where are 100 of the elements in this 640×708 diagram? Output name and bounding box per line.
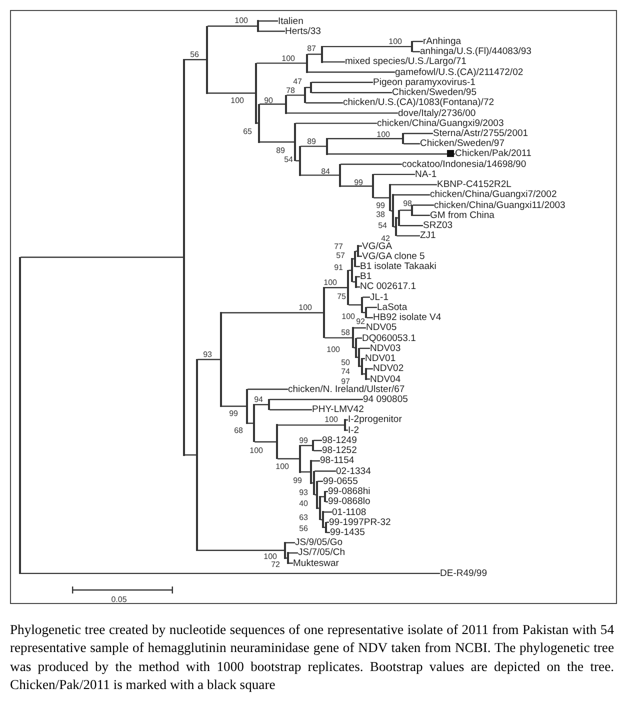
taxon-label: VG/GA <box>362 240 392 252</box>
taxon-label: B1 <box>360 271 372 282</box>
tree-branch <box>300 174 340 176</box>
bootstrap-value: 58 <box>341 328 350 336</box>
taxon-label: LaSota <box>377 302 408 313</box>
bootstrap-value: 68 <box>234 426 243 434</box>
taxon-label: 99-0868hi <box>328 486 370 498</box>
tree-branch <box>412 51 420 52</box>
tree-branch <box>184 454 196 456</box>
bootstrap-value: 84 <box>321 166 330 176</box>
tree-branch <box>354 327 366 328</box>
bootstrap-value: 92 <box>356 316 365 326</box>
tree-branch <box>404 143 420 144</box>
taxon-label: 99-0868lo <box>328 496 370 508</box>
tree-branch <box>374 174 415 176</box>
taxon-label: ZJ1 <box>420 230 436 242</box>
taxon-label: chicken/N. Ireland/Ulster/67 <box>288 384 405 395</box>
tree-branch <box>320 496 324 498</box>
taxon-label: NDV03 <box>370 342 401 354</box>
tree-branch <box>222 406 246 407</box>
tree-branch <box>248 422 254 424</box>
bootstrap-value: 100 <box>234 16 248 24</box>
tree-branch <box>308 54 322 55</box>
taxon-label: JL-1 <box>370 292 388 303</box>
taxon-label: Mukteswar <box>293 558 339 569</box>
tree-branch <box>258 30 285 32</box>
bootstrap-value: 63 <box>299 512 308 522</box>
taxon-label: Chicken/Sweden/97 <box>420 138 504 150</box>
taxon-label: Herts/33 <box>285 26 321 37</box>
tree-branch <box>288 552 298 554</box>
bootstrap-value: 56 <box>299 524 308 532</box>
taxon-label: 99-1435 <box>330 527 365 538</box>
tree-branch <box>254 404 268 406</box>
bootstrap-value: 65 <box>243 126 252 136</box>
bootstrap-value: 98 <box>403 198 412 208</box>
taxon-label: DE-R49/99 <box>440 568 487 579</box>
bootstrap-value: 75 <box>337 292 346 300</box>
tree-branch <box>314 450 322 452</box>
taxon-label: dove/Italy/2736/00 <box>398 108 476 119</box>
tree-branch <box>296 122 377 124</box>
bootstrap-value: 56 <box>190 50 199 58</box>
scale-bar-label: 0.05 <box>111 594 127 604</box>
taxon-label: 02-1334 <box>336 466 371 477</box>
tree-branch <box>328 153 455 155</box>
bootstrap-value: 93 <box>299 488 308 496</box>
bootstrap-value: 99 <box>376 200 385 210</box>
taxon-label: Sterna/Astr/2755/2001 <box>433 128 528 140</box>
bootstrap-value: 100 <box>376 130 390 138</box>
tree-branch <box>184 59 206 60</box>
taxon-label: NC 002617.1 <box>360 281 416 292</box>
tree-branch <box>288 562 293 564</box>
tree-branch <box>222 312 324 314</box>
taxon-label: JS/7/05/Ch <box>298 547 345 558</box>
taxon-label: 98-1249 <box>322 434 357 446</box>
taxon-label: chicken/China/Guangxi11/2003 <box>434 200 566 211</box>
tree-branch <box>286 542 295 544</box>
tree-branch <box>248 388 288 390</box>
tree-branch <box>340 186 372 187</box>
tree-branch <box>346 430 348 431</box>
bootstrap-value: 100 <box>230 96 244 104</box>
taxon-label: 01-1108 <box>332 506 366 518</box>
bootstrap-value: 89 <box>276 146 285 154</box>
tree-branch <box>394 194 430 196</box>
taxon-label: gamefowl/U.S.(CA)/211472/02 <box>395 66 524 78</box>
taxon-label: chicken/China/Guangxi7/2002 <box>430 189 557 200</box>
bootstrap-value: 72 <box>271 560 280 568</box>
taxon-label: NDV04 <box>370 374 401 385</box>
tree-branch <box>348 304 362 306</box>
bootstrap-value: 54 <box>378 220 387 230</box>
bootstrap-value: 100 <box>342 312 355 320</box>
tree-branch <box>256 62 306 64</box>
taxon-label: Pigeon paramyxovirus-1 <box>373 76 476 88</box>
taxon-label: NA-1 <box>415 168 437 180</box>
tree-branch <box>308 72 395 73</box>
bootstrap-value: 47 <box>293 76 302 86</box>
taxon-label: Chicken/Pak/2011 <box>455 148 532 160</box>
bootstrap-value: 87 <box>307 44 316 52</box>
taxon-label: chicken/China/Guangxi9/2003 <box>377 118 504 129</box>
tree-branch <box>362 296 370 298</box>
bootstrap-value: 50 <box>341 358 350 366</box>
tree-branch <box>270 398 363 400</box>
taxon-label: HB92 isolate V4 <box>373 312 442 324</box>
taxon-label: cockatoo/Indonesia/14698/90 <box>402 158 526 170</box>
bootstrap-value: 94 <box>254 394 263 404</box>
bootstrap-value: 54 <box>284 154 293 164</box>
bootstrap-value: 100 <box>326 344 340 354</box>
tree-branch <box>300 471 310 473</box>
bootstrap-value: 100 <box>388 36 402 46</box>
tree-branch <box>198 550 284 551</box>
tree-branch <box>270 409 312 410</box>
tree-branch <box>326 522 329 523</box>
taxon-label: GM from China <box>430 210 494 221</box>
taxon-label: DQ060053.1 <box>362 332 416 344</box>
tree-branch <box>412 40 423 42</box>
bootstrap-value: 89 <box>307 136 316 146</box>
tree-branch <box>312 82 373 83</box>
bootstrap-value: 91 <box>334 262 343 272</box>
bootstrap-value: 99 <box>299 436 308 444</box>
taxon-label: rAnhinga <box>423 36 462 47</box>
tree-branch <box>300 146 326 147</box>
